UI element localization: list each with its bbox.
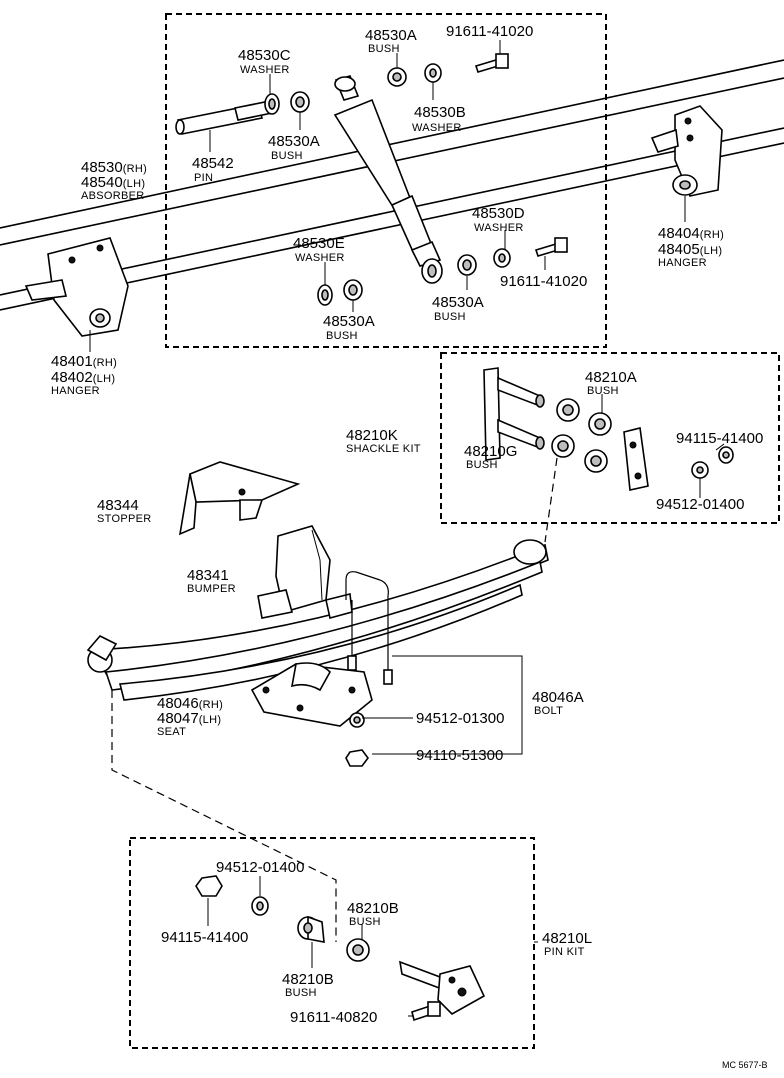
label-48530c: 48530C (238, 47, 291, 64)
bolt-91611-41020-top-drawing (474, 53, 509, 73)
bush-48530a-top-drawing (387, 67, 407, 87)
label-seat-lh: 48047(LH) (157, 710, 221, 727)
label-48210b-2: 48210B (347, 900, 399, 917)
label-hanger-front-desc: HANGER (51, 385, 100, 397)
absorber-group-box (165, 13, 607, 348)
label-bolt: 48046A (532, 689, 584, 706)
label-48210b-1-desc: BUSH (285, 987, 317, 999)
label-48530a-bot1: 48530A (323, 313, 375, 330)
label-48530a-top-desc: BUSH (368, 43, 400, 55)
label-48530a-bot2-desc: BUSH (434, 311, 466, 323)
washer-48530e-drawing (317, 284, 333, 306)
label-91611-41020-bot: 91611-41020 (500, 273, 587, 290)
label-absorber-desc: ABSORBER (81, 190, 145, 202)
label-48530a-mid: 48530A (268, 133, 320, 150)
pin-drawing (175, 100, 273, 135)
label-bumper-desc: BUMPER (187, 583, 236, 595)
label-hanger-rear-lh: 48405(LH) (658, 241, 722, 258)
absorber-leaders (209, 40, 546, 312)
washer-94512-01400-bot-drawing (251, 876, 269, 916)
label-48542-desc: PIN (194, 172, 213, 184)
absorber-drawing (333, 75, 443, 284)
label-48530a-bot1-desc: BUSH (326, 330, 358, 342)
shackle-drawing (483, 367, 649, 491)
footer-code: MC 5677-B (722, 1060, 768, 1070)
label-shackle-kit-desc: SHACKLE KIT (346, 443, 421, 455)
label-absorber-lh: 48540(LH) (81, 174, 145, 191)
label-94110-51300: 94110-51300 (416, 747, 503, 764)
label-pin-kit-desc: PIN KIT (544, 946, 585, 958)
washer-48530d-drawing (493, 248, 511, 268)
shackle-to-spring-link (544, 457, 558, 543)
label-48530c-desc: WASHER (240, 64, 290, 76)
bolt-bracket (362, 655, 523, 755)
label-hanger-rear-rh: 48404(RH) (658, 225, 724, 242)
bumper-drawing (257, 525, 353, 619)
label-48210g-desc: BUSH (466, 459, 498, 471)
label-48530a-bot2: 48530A (432, 294, 484, 311)
labels: 48530C WASHER 48530A BUSH 91611-41020 48… (51, 23, 768, 1070)
bush-48210b-2-drawing (346, 924, 370, 962)
label-48210g: 48210G (464, 443, 517, 460)
bush-48210b-1-drawing (297, 915, 325, 968)
front-hanger-drawing (24, 237, 129, 352)
label-48530b: 48530B (414, 104, 466, 121)
label-48542: 48542 (192, 155, 234, 172)
label-94115-41400-bot: 94115-41400 (161, 929, 248, 946)
bolt-91611-40820-drawing (411, 1001, 441, 1022)
frame-rails (0, 59, 784, 311)
nut-94115-41400-bot-drawing (195, 875, 223, 926)
label-seat-desc: SEAT (157, 726, 186, 738)
label-hanger-front-lh: 48402(LH) (51, 369, 115, 386)
bush-48530a-bot1-drawing (343, 279, 363, 301)
stopper-drawing (178, 461, 301, 536)
label-pin-kit: 48210L (542, 930, 592, 947)
label-hanger-rear-desc: HANGER (658, 257, 707, 269)
leaf-spring-drawing (86, 539, 549, 701)
label-48210b-1: 48210B (282, 971, 334, 988)
label-94512-01300: 94512-01300 (416, 710, 504, 727)
label-48210b-2-desc: BUSH (349, 916, 381, 928)
spring-to-pin-kit-link (111, 690, 337, 942)
bush-48530a-bot2-drawing (457, 254, 477, 276)
pin-kit-plate-drawing (398, 960, 486, 1015)
label-absorber-rh: 48530(RH) (81, 159, 147, 176)
label-48530e: 48530E (293, 235, 345, 252)
label-bolt-desc: BOLT (534, 705, 563, 717)
label-48530a-top: 48530A (365, 27, 417, 44)
label-91611-40820: 91611-40820 (290, 1009, 377, 1026)
rear-hanger-drawing (650, 105, 723, 222)
label-48210a: 48210A (585, 369, 637, 386)
label-seat-rh: 48046(RH) (157, 695, 223, 712)
label-94115-41400-top: 94115-41400 (676, 430, 763, 447)
label-94512-01400-top: 94512-01400 (656, 496, 744, 513)
label-48530b-desc: WASHER (412, 122, 462, 134)
label-48530a-mid-desc: BUSH (271, 150, 303, 162)
label-bumper: 48341 (187, 567, 229, 584)
label-48530e-desc: WASHER (295, 252, 345, 264)
label-48530d-desc: WASHER (474, 222, 524, 234)
bolt-91611-41020-bot-drawing (534, 237, 568, 257)
nut-94110-51300-drawing (345, 749, 369, 767)
seat-drawing (250, 662, 373, 727)
washer-94512-01300-drawing (349, 712, 365, 728)
washer-48530b-drawing (424, 63, 442, 83)
label-48530d: 48530D (472, 205, 525, 222)
label-stopper-desc: STOPPER (97, 513, 151, 525)
label-48210a-desc: BUSH (587, 385, 619, 397)
pin-kit-box (129, 837, 535, 1049)
label-hanger-front-rh: 48401(RH) (51, 353, 117, 370)
label-94512-01400-bot: 94512-01400 (216, 859, 304, 876)
washer-48530c-drawing (264, 93, 280, 115)
nut-washer-top-drawing (691, 443, 734, 498)
label-91611-41020-top: 91611-41020 (446, 23, 533, 40)
shackle-kit-box (440, 352, 780, 524)
bush-48210g-drawing (551, 434, 608, 473)
label-shackle-kit: 48210K (346, 427, 398, 444)
bush-48530a-mid-drawing (290, 91, 310, 113)
bush-48210a-drawing (556, 398, 612, 436)
label-stopper: 48344 (97, 497, 139, 514)
